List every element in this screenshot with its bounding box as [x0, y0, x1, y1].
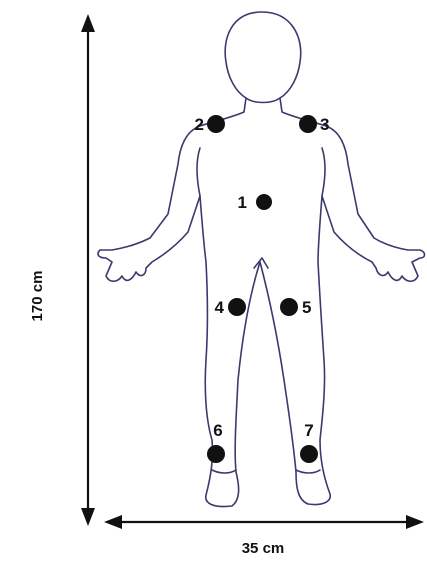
marker-4: 4: [215, 298, 246, 317]
right-ankle-line: [296, 470, 320, 473]
marker-5-label: 5: [302, 298, 311, 317]
left-ankle-line: [212, 470, 236, 473]
marker-3: 3: [299, 115, 329, 134]
height-label: 170 cm: [29, 271, 46, 322]
height-dimension: 170 cm: [29, 14, 95, 526]
marker-2-dot: [207, 115, 225, 133]
marker-3-label: 3: [320, 115, 329, 134]
marker-1-label: 1: [238, 193, 247, 212]
marker-5-dot: [280, 298, 298, 316]
marker-7-label: 7: [304, 421, 313, 440]
marker-1-dot: [256, 194, 272, 210]
height-arrow-top: [81, 14, 95, 32]
marker-1: 1: [238, 193, 272, 212]
marker-5: 5: [280, 298, 311, 317]
right-inner-arm-line: [322, 148, 325, 196]
width-arrow-left: [104, 515, 122, 529]
width-label: 35 cm: [242, 540, 285, 557]
width-arrow-right: [406, 515, 424, 529]
marker-2: 2: [195, 115, 225, 134]
marker-6-dot: [207, 445, 225, 463]
marker-3-dot: [299, 115, 317, 133]
marker-6: 6: [207, 421, 225, 463]
marker-6-label: 6: [213, 421, 222, 440]
body-outline: [98, 12, 425, 507]
marker-2-label: 2: [195, 115, 204, 134]
marker-4-label: 4: [215, 298, 225, 317]
marker-4-dot: [228, 298, 246, 316]
height-arrow-bottom: [81, 508, 95, 526]
marker-7: 7: [300, 421, 318, 463]
marker-7-dot: [300, 445, 318, 463]
left-inner-arm-line: [197, 148, 200, 196]
neck-line: [246, 98, 280, 103]
width-dimension: 35 cm: [104, 515, 424, 557]
